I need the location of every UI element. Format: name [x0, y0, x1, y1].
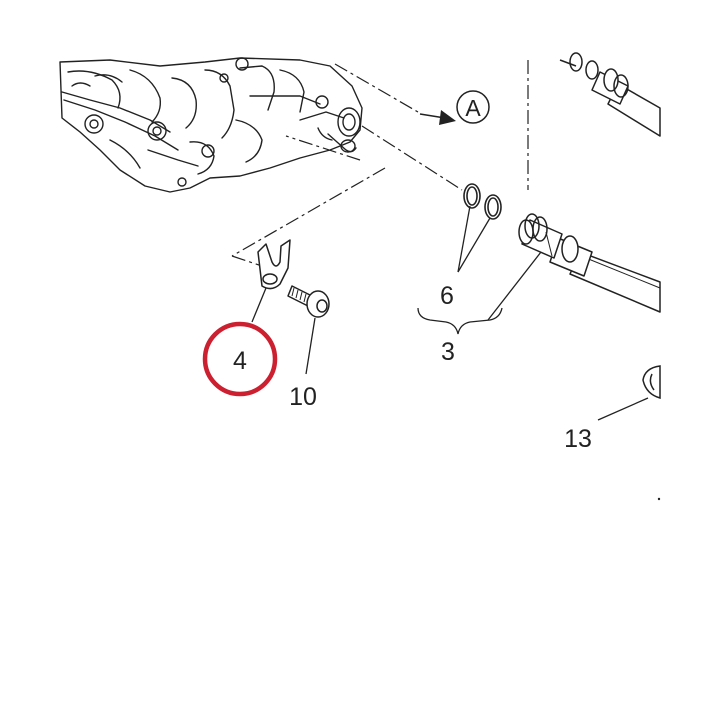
view-a-letter: A	[465, 95, 481, 121]
view-a-diagonal	[334, 63, 419, 113]
view-a-arrow	[419, 110, 456, 125]
callout-6: 6	[440, 282, 454, 310]
o-rings-part-6	[463, 183, 502, 220]
retaining-clip-part-4	[257, 239, 291, 290]
leader-lines	[231, 60, 529, 267]
callout-4: 4	[233, 347, 247, 375]
port-axis-line	[361, 125, 463, 191]
leader-13	[597, 397, 649, 421]
callout-13: 13	[564, 425, 592, 453]
bolt-part-10	[287, 285, 330, 318]
leader-10	[305, 317, 316, 375]
callout-4-highlight-ring	[202, 321, 278, 397]
callout-10: 10	[289, 383, 317, 411]
view-a-marker: A	[456, 90, 490, 124]
engine-block-illustration	[59, 57, 363, 193]
callout-3: 3	[441, 338, 455, 366]
callout-leaders	[251, 205, 649, 421]
stray-dot	[657, 497, 661, 501]
clip-bracket-top	[231, 167, 386, 257]
upper-right-hose	[559, 52, 661, 137]
clip-bracket-left	[231, 255, 263, 267]
hose-assembly-part-3	[518, 213, 661, 313]
leader-3	[487, 251, 542, 321]
part-13-fitting	[642, 365, 661, 399]
leader-6b	[457, 217, 491, 273]
leader-4	[251, 287, 267, 323]
brace-3	[417, 307, 503, 335]
clip-axis	[285, 135, 361, 161]
leader-6a	[457, 205, 471, 273]
